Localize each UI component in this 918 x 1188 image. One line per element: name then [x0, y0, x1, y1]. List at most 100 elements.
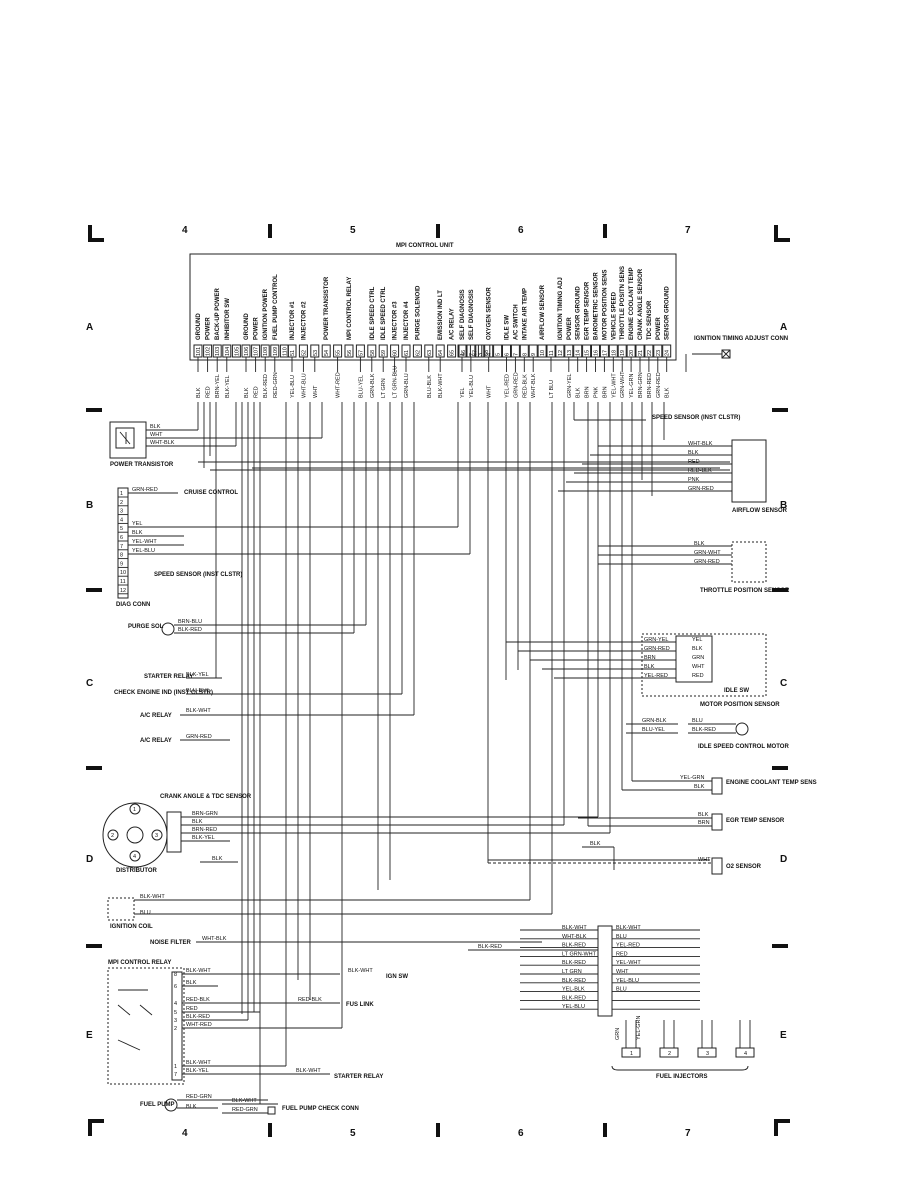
svg-text:BLK-WHT: BLK-WHT — [296, 1068, 321, 1074]
pin-number: 1 — [460, 353, 466, 356]
row-label: B — [780, 500, 787, 511]
pin-number: 18 — [611, 350, 617, 356]
fuel-injector — [697, 1047, 717, 1058]
pin-label: POWER — [206, 317, 212, 340]
fuel-injector-number: 2 — [668, 1051, 671, 1057]
ecu-right-pin-5 — [493, 344, 503, 358]
pin-number: 68 — [484, 350, 490, 356]
ecu-mid-pin-62 — [412, 344, 422, 358]
diag-pin-number: 5 — [120, 526, 123, 532]
inj-wire-right: RED — [616, 951, 628, 957]
svg-text:GRN-RED: GRN-RED — [132, 487, 158, 493]
wire-color: BRN-YEL — [215, 374, 221, 398]
diag-pin-number: 1 — [120, 491, 123, 497]
o2-sensor: BLK WHT O2 SENSOR — [488, 841, 762, 875]
pin-number: 13 — [567, 350, 573, 356]
svg-text:BLU: BLU — [140, 910, 151, 916]
svg-text:BLK: BLK — [192, 819, 203, 825]
svg-text:YEL-WHT: YEL-WHT — [132, 539, 157, 545]
svg-text:GRN-BLK: GRN-BLK — [642, 718, 667, 724]
page-title: MPI CONTROL UNIT — [396, 243, 454, 249]
row-label: E — [780, 1030, 787, 1041]
pin-number: 22 — [647, 350, 653, 356]
pin-number: 24 — [665, 350, 671, 356]
col-label: 5 — [350, 225, 356, 236]
svg-text:BLK-WHT: BLK-WHT — [186, 1060, 211, 1066]
svg-text:RED-BLK: RED-BLK — [298, 997, 322, 1003]
ignition-timing-adjust: IGNITION TIMING ADJUST CONN — [692, 336, 788, 359]
svg-text:THROTTLE POSITION SENSOR: THROTTLE POSITION SENSOR — [700, 588, 790, 594]
svg-text:BLK-RED: BLK-RED — [692, 727, 716, 733]
svg-text:YEL: YEL — [132, 521, 142, 527]
pin-label: AIRFLOW SENSOR — [540, 284, 546, 340]
svg-text:4: 4 — [133, 854, 136, 860]
wire-color: YEL-WHT — [611, 373, 617, 398]
pin-label: A/C SWITCH — [513, 304, 519, 340]
motor-wire-right: YEL — [692, 637, 702, 643]
diag-pin-number: 7 — [120, 544, 123, 550]
row-labels-left: A B C D E — [86, 322, 93, 1041]
motor-wire-left: BRN — [644, 655, 656, 661]
pin-label: INJECTOR #3 — [393, 301, 399, 340]
inj-wire-right: WHT — [616, 969, 629, 975]
diag-pin-number: 11 — [120, 579, 126, 585]
svg-text:BLK: BLK — [186, 1104, 197, 1110]
pin-label: BAROMETRIC SENSOR — [594, 272, 600, 340]
motor-wire-left: YEL-RED — [644, 673, 668, 679]
pin-label: EGR TEMP SENSOR — [585, 281, 591, 340]
pin-number: 65 — [450, 350, 456, 356]
pin-label: SENSOR GROUND — [576, 286, 582, 340]
wire-color: WHT-BLU — [301, 373, 307, 398]
svg-text:WHT: WHT — [150, 432, 163, 438]
wire-color: BLU-YEL — [358, 375, 364, 398]
motor-wire-right: RED — [692, 673, 704, 679]
relay-pin-number: 7 — [174, 1072, 177, 1078]
svg-text:YEL-GRN: YEL-GRN — [636, 1016, 642, 1040]
wire-color: RED — [254, 386, 260, 398]
wire-color: BLK — [196, 387, 202, 398]
diag-pin-number: 4 — [120, 517, 123, 523]
inj-wire-left: LT GRN-WHT — [562, 951, 597, 957]
ignition-coil: BLK-WHT BLU IGNITION COIL — [107, 894, 552, 930]
pin-number: 21 — [638, 350, 644, 356]
svg-text:BLK-RED: BLK-RED — [178, 627, 202, 633]
throttle-wire: BLK — [694, 541, 705, 547]
svg-text:GRN-RED: GRN-RED — [186, 734, 212, 740]
pin-label: EMISSION IND LT — [438, 290, 444, 340]
svg-text:WHT-BLK: WHT-BLK — [202, 936, 227, 942]
pin-number: 63 — [427, 350, 433, 356]
wire-color: LT BLU — [549, 380, 555, 398]
airflow-wire: BLK — [688, 450, 699, 456]
svg-text:YEL-BLU: YEL-BLU — [132, 548, 155, 554]
pin-number: 5 — [496, 353, 502, 356]
svg-text:RED-BLK: RED-BLK — [186, 997, 210, 1003]
svg-text:BRN-RED: BRN-RED — [192, 827, 217, 833]
diag-pin-number: 3 — [120, 509, 123, 515]
pin-number: 23 — [656, 350, 662, 356]
wire-color: RED-BLK — [522, 374, 528, 398]
pin-number: 15 — [585, 350, 591, 356]
col-label: 4 — [182, 225, 188, 236]
pin-number: 52 — [301, 350, 307, 356]
col-label: 7 — [685, 1128, 691, 1139]
pin-label: GROUND — [196, 313, 202, 340]
motor-position-sensor: GRN-YELGRN-REDBRNBLKYEL-REDYELBLKGRNWHTR… — [506, 633, 780, 708]
svg-text:RED-GRN: RED-GRN — [186, 1094, 212, 1100]
svg-text:BLK-WHT: BLK-WHT — [348, 968, 373, 974]
inj-wire-right: YEL-WHT — [616, 960, 641, 966]
motor-wire-right: BLK — [692, 646, 703, 652]
svg-text:SPEED SENSOR (INST CLSTR): SPEED SENSOR (INST CLSTR) — [652, 415, 740, 421]
engine-coolant-temp-sensor: YEL-GRN BLK ENGINE COOLANT TEMP SENS — [622, 775, 817, 795]
pin-label: BACK-UP POWER — [215, 287, 221, 340]
pin-label: INTAKE AIR TEMP — [522, 288, 528, 340]
airflow-wire: RED — [688, 459, 700, 465]
svg-text:BLK-WHT: BLK-WHT — [140, 894, 165, 900]
inj-wire-right: BLK-WHT — [616, 925, 641, 931]
svg-text:BLK: BLK — [694, 784, 705, 790]
wire-color: BRN-GRN — [638, 372, 644, 398]
row-label: A — [780, 322, 787, 333]
pin-number: 106 — [244, 347, 250, 356]
svg-text:BLK: BLK — [590, 841, 601, 847]
